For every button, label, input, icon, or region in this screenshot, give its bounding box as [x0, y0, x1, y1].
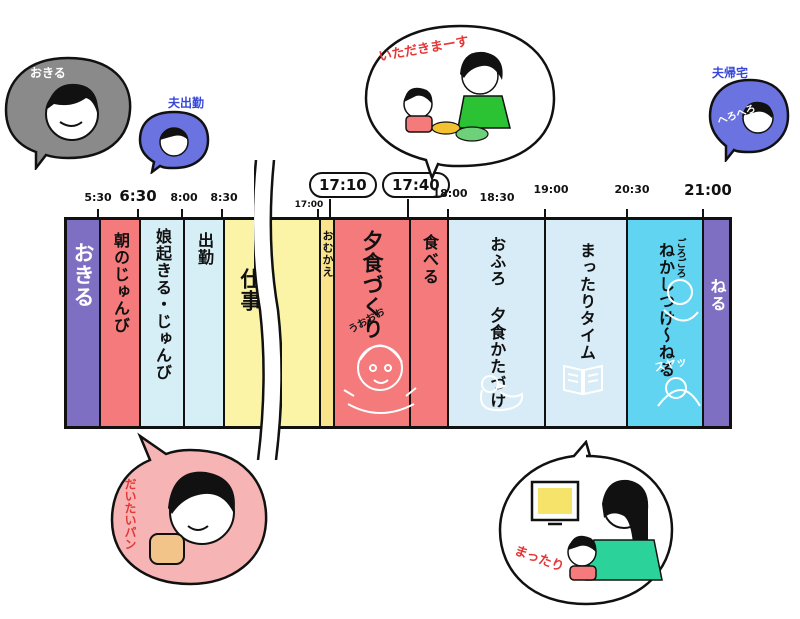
tick-mark-0830 — [221, 209, 223, 217]
time-label-0530: 5:30 — [84, 191, 112, 204]
time-bubble-1710: 17:10 — [309, 172, 377, 198]
segment-breakfast: 朝のじゅんび — [101, 220, 141, 426]
tick-mark-0800 — [181, 209, 183, 217]
husband-home-caption: 夫帰宅 — [712, 66, 749, 80]
segment-relax-label: まったりタイム — [577, 242, 596, 361]
husband-out-bubble — [138, 110, 210, 174]
tick-mark-1740 — [407, 199, 409, 217]
bird-doodle-icon — [480, 375, 524, 412]
time-label-0630: 6:30 — [119, 187, 157, 205]
segment-commute-label: 出勤 — [195, 232, 214, 266]
segment-bath-cleanup: おふろ 夕食かたづけ — [449, 220, 546, 426]
daily-timeline: おきる 朝のじゅんび 娘起きる・じゅんび 出勤 仕事 おむかえ 夕食づくり 食べ… — [64, 217, 732, 429]
tick-mark-0530 — [97, 209, 99, 217]
wake-bubble — [4, 56, 132, 170]
husband-home-bubble — [708, 78, 790, 162]
time-bubble-1740: 17:40 — [382, 172, 450, 198]
time-label-0800: 8:00 — [170, 191, 198, 204]
husband-out-caption: 夫出勤 — [168, 96, 205, 110]
time-label-1700: 17:00 — [294, 200, 324, 210]
segment-eat: 食べる — [411, 220, 449, 426]
segment-relax: まったりタイム — [546, 220, 628, 426]
tick-mark-1800 — [447, 209, 449, 217]
tick-mark-1900 — [544, 209, 546, 217]
tick-mark-1710 — [329, 199, 331, 217]
segment-eat-label: 食べる — [420, 234, 439, 285]
bread-caption: だいたいパン — [123, 478, 137, 550]
bedtime-sound-effect-rolling: ごろごろ — [674, 238, 685, 278]
segment-dinner-prep-label: 夕食づくり — [360, 230, 384, 340]
segment-bedtime-label: ねかしつけ〜ねる — [656, 242, 675, 378]
chef-doodle-icon — [343, 344, 417, 414]
wake-caption: おきる — [30, 66, 66, 80]
segment-pickup-label: おむかえ — [321, 230, 334, 278]
segment-daughter-prep: 娘起きる・じゅんび — [141, 220, 185, 426]
timeline-break-gap — [254, 160, 282, 460]
segment-sleep-label: ねる — [707, 278, 727, 312]
time-label-0830: 8:30 — [210, 191, 238, 204]
tick-mark-2100 — [702, 209, 704, 217]
bread-bubble — [110, 432, 268, 586]
book-doodle-icon — [563, 364, 603, 396]
time-label-2100: 21:00 — [684, 181, 732, 199]
segment-wake: おきる — [67, 220, 101, 426]
segment-bath-cleanup-label: おふろ 夕食かたづけ — [487, 236, 507, 409]
segment-commute: 出勤 — [185, 220, 225, 426]
segment-breakfast-label: 朝のじゅんび — [111, 232, 130, 334]
segment-wake-label: おきる — [71, 242, 95, 308]
segment-sleep: ねる — [704, 220, 729, 426]
segment-bedtime: ねかしつけ〜ねる — [628, 220, 704, 426]
time-label-1800: 18:00 — [432, 187, 468, 200]
time-label-2030: 20:30 — [614, 183, 650, 196]
sleeping-doodle-icon — [657, 279, 701, 407]
time-label-1900: 19:00 — [533, 183, 569, 196]
itadakimasu-bubble — [364, 24, 556, 180]
time-label-1830: 18:30 — [479, 191, 515, 204]
relax-bubble — [498, 440, 674, 606]
tick-mark-1700 — [317, 209, 319, 217]
segment-pickup: おむかえ — [321, 220, 335, 426]
tick-mark-0630 — [137, 209, 139, 217]
tick-mark-2030 — [626, 209, 628, 217]
segment-daughter-prep-label: 娘起きる・じゅんび — [153, 228, 172, 381]
